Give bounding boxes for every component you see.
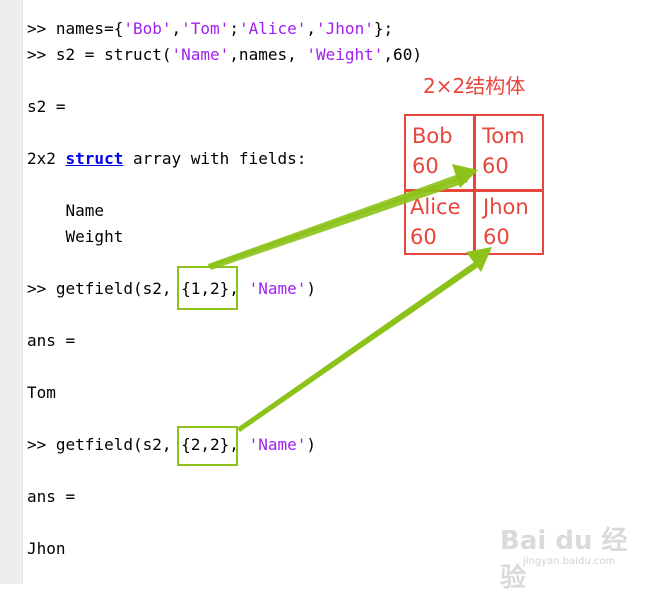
arrow-icon bbox=[237, 247, 492, 432]
index-text: {2,2} bbox=[181, 435, 230, 454]
command-line-getfield-2: >> getfield(s2, {2,2}, 'Name') bbox=[27, 432, 316, 458]
string-literal: 'Alice' bbox=[238, 19, 307, 38]
string-literal: 'Tom' bbox=[181, 19, 230, 38]
code-text: >> names={ bbox=[27, 19, 124, 38]
grid-cell-1-1: Bob 60 bbox=[412, 121, 453, 181]
grid-cell-1-2: Tom 60 bbox=[482, 121, 525, 181]
code-text: , bbox=[306, 19, 317, 38]
ans-value-1: Tom bbox=[27, 383, 56, 402]
code-text: >> getfield(s2, bbox=[27, 435, 182, 454]
arrow-icon bbox=[208, 164, 478, 270]
command-line-struct: >> s2 = struct('Name',names, 'Weight',60… bbox=[27, 42, 422, 68]
code-text: , bbox=[171, 19, 182, 38]
code-text: ) bbox=[306, 435, 316, 454]
cell-weight: 60 bbox=[483, 225, 510, 249]
baidu-watermark-url: jingyan.baidu.com bbox=[523, 556, 616, 567]
field-name: Name bbox=[27, 201, 105, 220]
cell-name: Jhon bbox=[483, 195, 529, 219]
cell-weight: 60 bbox=[410, 225, 437, 249]
cell-weight: 60 bbox=[482, 154, 509, 178]
cell-name: Alice bbox=[410, 195, 461, 219]
grid-divider-vertical bbox=[473, 114, 476, 255]
code-text: , bbox=[229, 435, 249, 454]
code-text: ) bbox=[306, 279, 316, 298]
command-line-getfield-1: >> getfield(s2, {1,2}, 'Name') bbox=[27, 276, 316, 302]
code-text: , bbox=[229, 279, 249, 298]
string-literal: 'Name' bbox=[248, 435, 307, 454]
code-text: array with fields: bbox=[123, 149, 307, 168]
index-highlight-box-1 bbox=[177, 266, 238, 310]
cell-name: Bob bbox=[412, 124, 453, 148]
string-literal: 'Name' bbox=[248, 279, 307, 298]
diagram-title: 2×2结构体 bbox=[423, 74, 526, 98]
field-weight: Weight bbox=[27, 227, 124, 246]
string-literal: 'Jhon' bbox=[316, 19, 374, 38]
ans-value-2: Jhon bbox=[27, 539, 66, 558]
string-literal: 'Name' bbox=[171, 45, 230, 64]
editor-gutter bbox=[0, 0, 23, 584]
code-text: >> getfield(s2, bbox=[27, 279, 182, 298]
output-variable-label: s2 = bbox=[27, 97, 66, 116]
code-text: ,60) bbox=[383, 45, 422, 64]
command-line-names: >> names={'Bob','Tom';'Alice','Jhon'}; bbox=[27, 16, 393, 42]
string-literal: 'Weight' bbox=[306, 45, 384, 64]
ans-label-1: ans = bbox=[27, 331, 76, 350]
struct-help-link[interactable]: struct bbox=[65, 149, 124, 168]
index-highlight-box-2 bbox=[177, 426, 238, 466]
grid-cell-2-1: Alice 60 bbox=[410, 192, 461, 252]
cell-weight: 60 bbox=[412, 154, 439, 178]
code-text: }; bbox=[373, 19, 394, 38]
cell-name: Tom bbox=[482, 124, 525, 148]
index-text: {1,2} bbox=[181, 279, 230, 298]
struct-summary: 2x2 struct array with fields: bbox=[27, 146, 306, 172]
string-literal: 'Bob' bbox=[123, 19, 172, 38]
code-text: ; bbox=[229, 19, 239, 38]
code-text: >> s2 = struct( bbox=[27, 45, 172, 64]
grid-cell-2-2: Jhon 60 bbox=[483, 192, 529, 252]
command-window[interactable]: >> names={'Bob','Tom';'Alice','Jhon'}; >… bbox=[27, 16, 627, 558]
code-text: 2x2 bbox=[27, 149, 66, 168]
code-text: ,names, bbox=[229, 45, 307, 64]
grid-divider-horizontal bbox=[404, 189, 544, 192]
ans-label-2: ans = bbox=[27, 487, 76, 506]
